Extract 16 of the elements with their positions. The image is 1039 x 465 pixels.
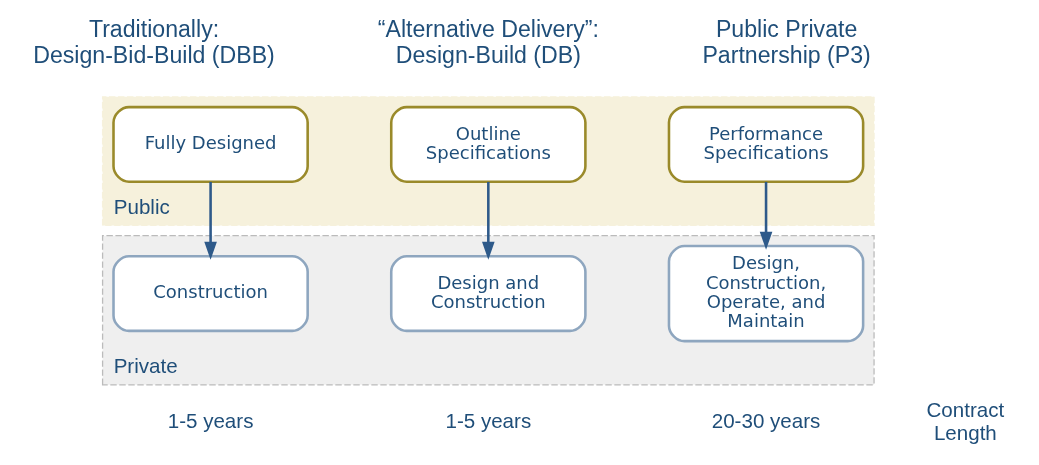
label: Traditionally: Design-Bid-Build (DBB)	[33, 15, 275, 68]
node-label: 20-30 years	[711, 409, 821, 433]
arrow	[482, 181, 495, 260]
node-box: Performance Specifications	[667, 105, 865, 183]
node-box: Outline Specifications	[389, 105, 587, 183]
node-box: Design and Construction	[389, 255, 587, 333]
node-box: Design, Construction, Operate, and Maintain	[667, 244, 865, 343]
node-label: 1-5 years	[445, 409, 532, 433]
node-box: Fully Designed	[112, 105, 309, 183]
label: “Alternative Delivery”: Design-Build (DB)	[377, 15, 599, 68]
node-box: Construction	[112, 255, 309, 333]
arrow	[204, 181, 217, 260]
label: Public Private Partnership (P3)	[702, 15, 871, 68]
label: Contract Length	[926, 397, 1005, 444]
node-label: 1-5 years	[167, 409, 254, 433]
arrow	[759, 181, 773, 250]
